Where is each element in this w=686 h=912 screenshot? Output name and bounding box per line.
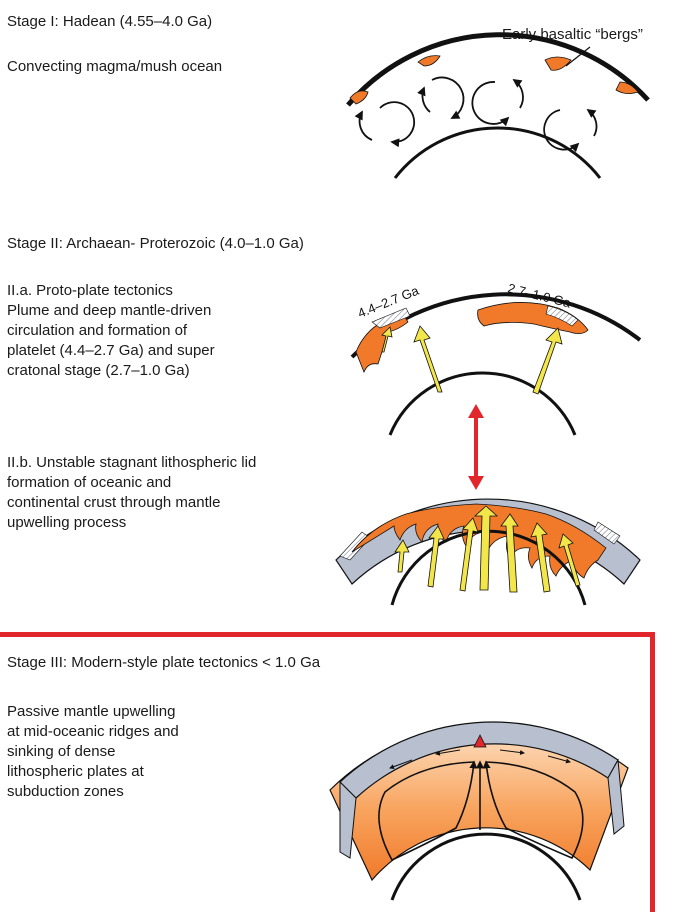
stage1-berg [545, 57, 571, 70]
convection-cell-2 [432, 78, 463, 118]
convection-cell-3 [472, 82, 508, 124]
plume-arrow [414, 326, 442, 392]
convection-cell-4b [588, 110, 596, 136]
stage2a-plumes [382, 326, 562, 394]
stage1-core-boundary [395, 128, 600, 178]
convection-cell-3b [514, 80, 523, 108]
stage1-berg [418, 56, 440, 66]
stage1-diagram [348, 35, 648, 178]
stage2-transition-arrow [468, 404, 484, 490]
stage3-diagram [330, 722, 628, 900]
convection-cell-2b [422, 88, 430, 112]
stage2b-diagram [336, 499, 640, 605]
convection-cell-1b [360, 112, 372, 140]
stage3-core-boundary [392, 834, 580, 900]
stage1-outer-shell [348, 35, 648, 105]
stage2a-core-boundary [390, 373, 575, 435]
stage2a-diagram: 4.4–2.7 Ga 2.7–1.0 Ga [352, 280, 640, 435]
plume-arrow [533, 328, 562, 394]
plume-arrow [460, 518, 478, 591]
plume-arrow [501, 514, 518, 592]
stage1-convection-cells [360, 78, 597, 150]
convection-cell-1 [380, 102, 414, 142]
